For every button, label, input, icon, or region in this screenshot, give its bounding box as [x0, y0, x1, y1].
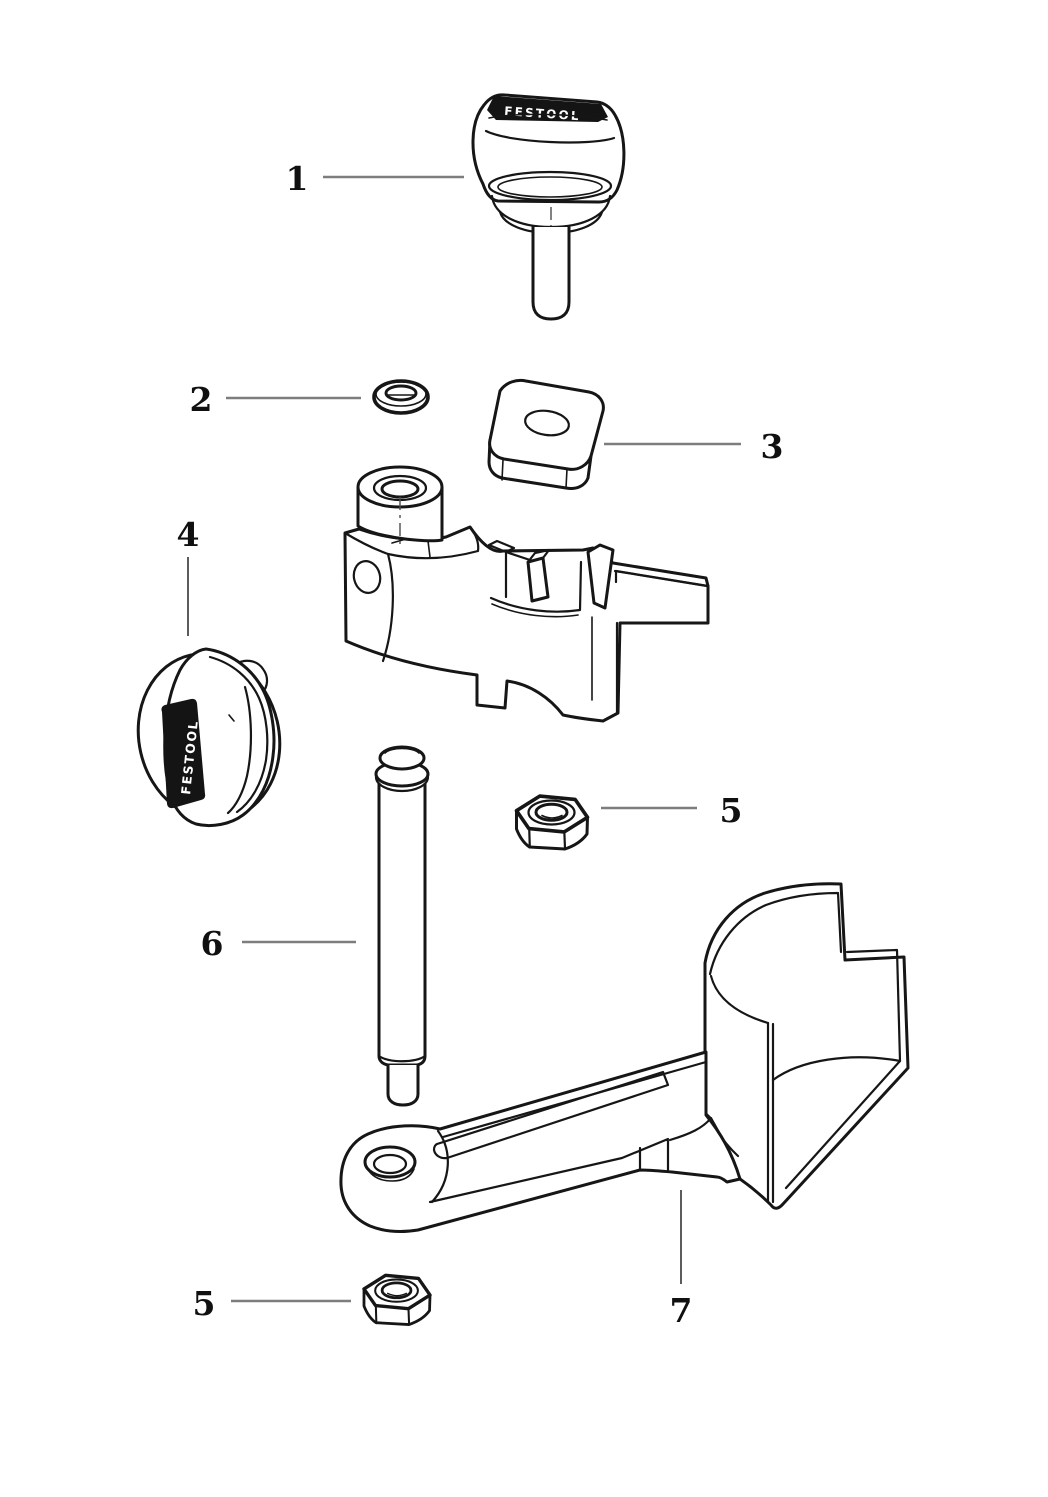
part-4-knob: FESTOOL	[136, 647, 282, 828]
part-number-4: 4	[177, 515, 200, 554]
part-6-rod	[374, 745, 430, 1107]
part-number-7: 7	[670, 1291, 693, 1330]
part-number-5: 5	[720, 791, 743, 830]
part-7-bracket	[339, 882, 910, 1234]
part-number-5: 5	[193, 1284, 216, 1323]
part-5-nut-lower	[362, 1273, 432, 1327]
part-3-plate	[487, 378, 605, 490]
part-5-nut-upper	[514, 794, 590, 851]
callouts-layer: 1 2 3 4 5 6 7 5	[177, 159, 784, 1330]
main-body-casting	[343, 465, 710, 723]
part-number-1: 1	[286, 159, 309, 198]
part-number-6: 6	[201, 924, 224, 963]
part-1-knob: FESTOOL	[471, 93, 626, 321]
part-number-3: 3	[761, 427, 784, 466]
part-2-washer	[372, 379, 430, 415]
part-number-2: 2	[190, 380, 213, 419]
